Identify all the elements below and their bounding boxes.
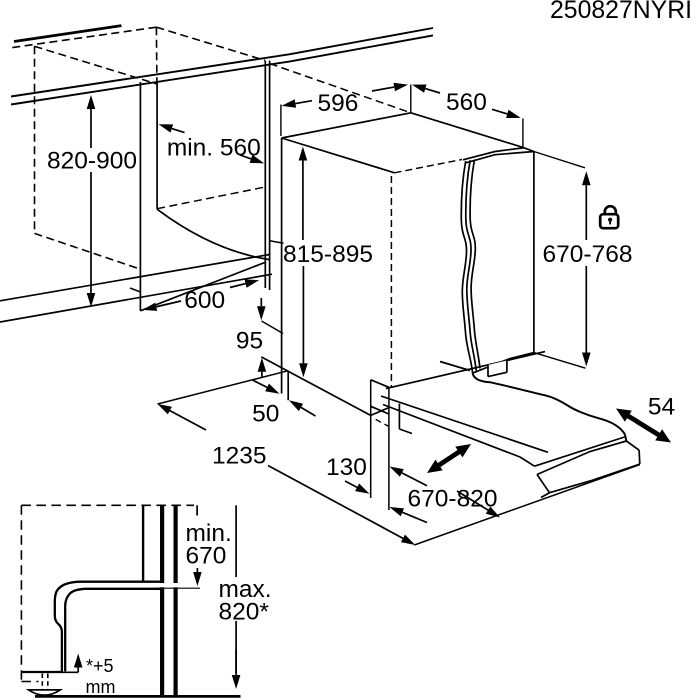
svg-text:54: 54 [648, 394, 675, 421]
svg-text:670: 670 [186, 542, 227, 569]
svg-text:50: 50 [252, 401, 279, 428]
svg-text:815-895: 815-895 [283, 241, 373, 268]
svg-text:670-768: 670-768 [543, 241, 633, 268]
svg-text:596: 596 [317, 90, 358, 117]
svg-text:1235: 1235 [212, 443, 267, 470]
svg-text:560: 560 [446, 89, 487, 116]
svg-text:*+5: *+5 [86, 656, 114, 676]
svg-text:250827NYRI: 250827NYRI [550, 0, 692, 24]
svg-text:820-900: 820-900 [47, 148, 137, 175]
svg-text:mm: mm [86, 677, 116, 697]
svg-text:820*: 820* [219, 599, 270, 626]
svg-text:max.: max. [219, 576, 272, 603]
svg-text:130: 130 [326, 454, 367, 481]
svg-text:600: 600 [184, 287, 225, 314]
svg-text:95: 95 [236, 328, 263, 355]
svg-text:min.: min. [186, 520, 232, 547]
svg-text:670-820: 670-820 [408, 486, 498, 513]
